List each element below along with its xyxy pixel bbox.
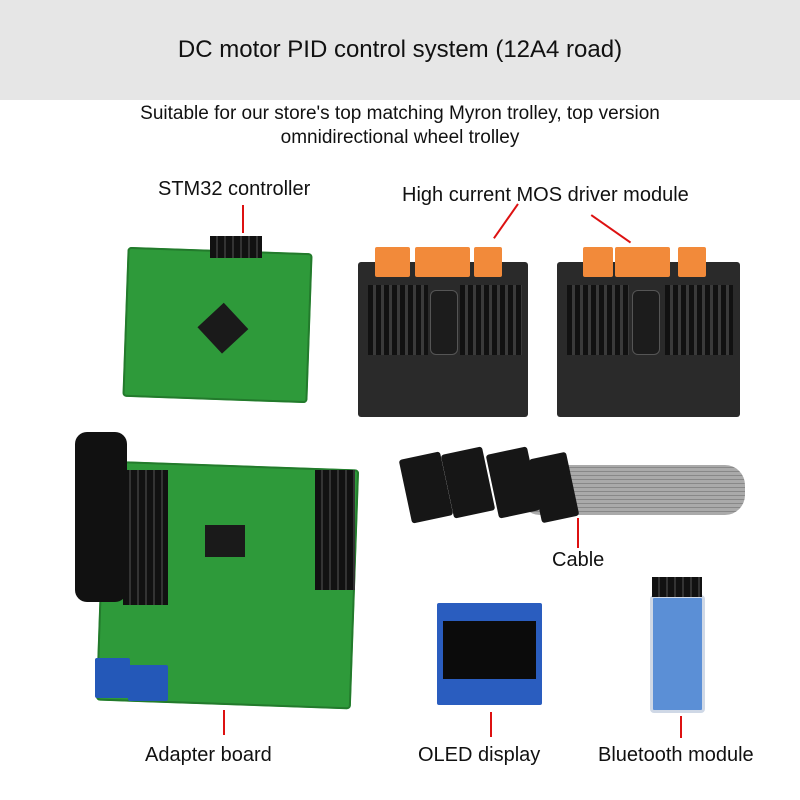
oled-display bbox=[437, 603, 542, 705]
terminal-block bbox=[615, 247, 670, 277]
heatsink bbox=[460, 285, 522, 355]
terminal-block bbox=[678, 247, 706, 277]
capacitor bbox=[632, 290, 660, 355]
label-cable: Cable bbox=[552, 549, 605, 571]
label-bluetooth-module: Bluetooth module bbox=[598, 744, 754, 766]
pointer-line bbox=[590, 214, 631, 244]
pin-header bbox=[652, 577, 702, 597]
pointer-line bbox=[223, 710, 225, 735]
terminal-block bbox=[415, 247, 470, 277]
pin-header bbox=[123, 470, 168, 605]
terminal-block bbox=[375, 247, 410, 277]
chip bbox=[205, 525, 245, 557]
bluetooth-module bbox=[650, 595, 705, 713]
pin-header bbox=[315, 470, 355, 590]
pointer-line bbox=[490, 712, 492, 737]
label-adapter-board: Adapter board bbox=[145, 744, 272, 766]
pointer-line bbox=[680, 716, 682, 738]
screw-terminal bbox=[95, 658, 130, 698]
page-title: DC motor PID control system (12A4 road) bbox=[177, 36, 623, 63]
header-banner: DC motor PID control system (12A4 road) bbox=[0, 0, 800, 100]
label-oled-display: OLED display bbox=[418, 744, 541, 766]
subtitle: Suitable for our store's top matching My… bbox=[140, 103, 660, 148]
label-mos-driver: High current MOS driver module bbox=[402, 184, 689, 206]
heatsink bbox=[567, 285, 629, 355]
label-stm32-controller: STM32 controller bbox=[158, 178, 311, 200]
heatsink bbox=[665, 285, 733, 355]
oled-screen bbox=[443, 621, 536, 679]
terminal-block bbox=[583, 247, 613, 277]
mcu-chip bbox=[197, 302, 249, 354]
pointer-line bbox=[577, 518, 579, 548]
terminal-block bbox=[474, 247, 502, 277]
pointer-line bbox=[493, 203, 519, 239]
pointer-line bbox=[242, 205, 244, 233]
stm32-controller-board bbox=[122, 246, 313, 404]
capacitor bbox=[430, 290, 458, 355]
screw-terminal bbox=[128, 665, 168, 701]
ps2-receiver-connector bbox=[75, 432, 127, 602]
controller-header bbox=[210, 236, 262, 258]
heatsink bbox=[368, 285, 428, 355]
